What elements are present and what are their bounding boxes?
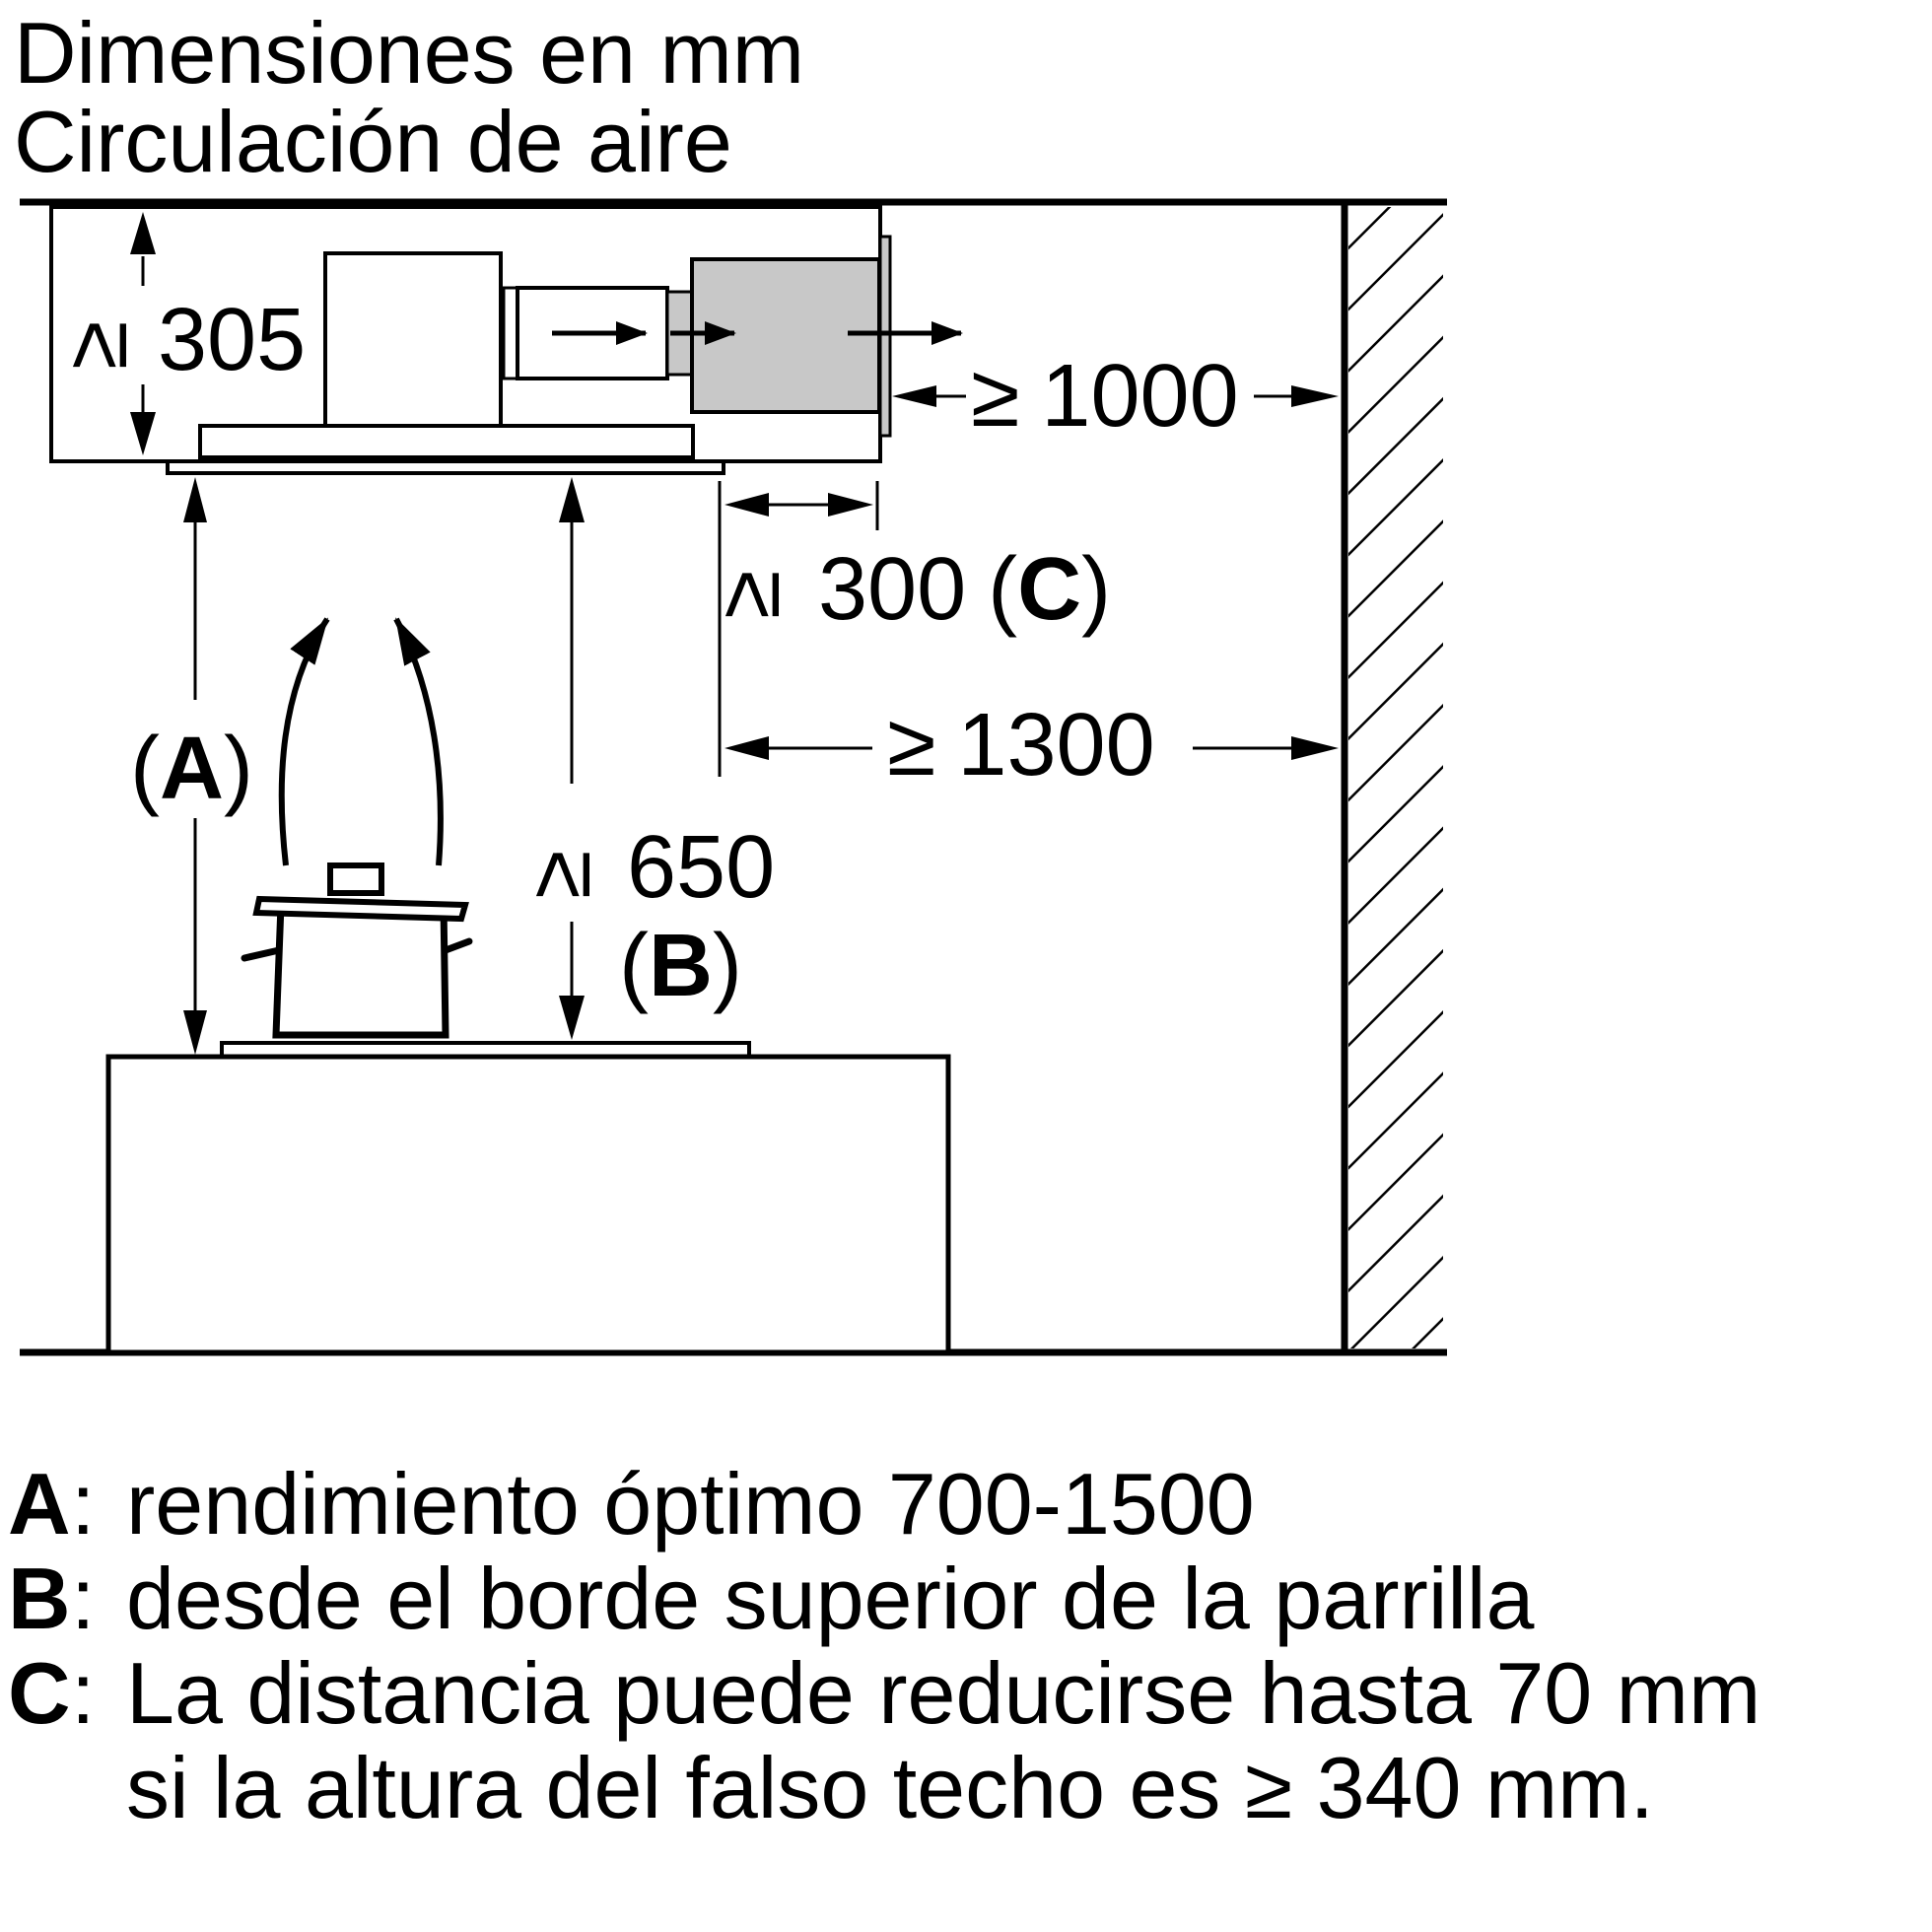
- dim-1300-arrow: [724, 736, 1339, 760]
- note-c-text-2: si la altura del falso techo es ≥ 340 mm…: [126, 1739, 1654, 1836]
- title-air-circulation: Circulación de aire: [14, 93, 732, 190]
- note-c-key: C: [8, 1644, 71, 1742]
- dim-305-ge: ≥: [47, 321, 146, 370]
- kitchen-cabinet: [105, 1054, 951, 1355]
- dim-305-value: 305: [158, 291, 306, 389]
- dim-300-ge: ≥: [700, 571, 798, 619]
- dim-300-value: 300(C): [818, 540, 1111, 639]
- title-dimensions: Dimensiones en mm: [14, 4, 805, 102]
- hood-panel: [198, 424, 695, 459]
- wall: [1341, 202, 1443, 1352]
- dim-a-arrow: [183, 477, 207, 1055]
- note-c-text-1: La distancia puede reducirse hasta 70 mm: [126, 1644, 1761, 1742]
- cooking-pot: [241, 862, 473, 1039]
- steam-arrow-right: [393, 617, 444, 866]
- steam-arrow-left: [278, 617, 330, 866]
- dim-305-arrow: [130, 212, 156, 455]
- module-flange: [878, 235, 892, 438]
- note-b-text: desde el borde superior de la parrilla: [126, 1550, 1535, 1647]
- dim-a-label: (A): [130, 720, 253, 818]
- dim-1000-arrow: [892, 385, 1339, 407]
- dim-1000-value: ≥1000: [971, 347, 1239, 446]
- hood-motor-box: [323, 251, 503, 428]
- dim-b-label: (B): [619, 917, 742, 1015]
- note-a-key: A: [8, 1455, 71, 1552]
- hood-glass: [166, 459, 725, 475]
- note-a-text: rendimiento óptimo 700-1500: [126, 1455, 1255, 1552]
- dim-300-arrow: [724, 493, 873, 517]
- note-b-key: B: [8, 1550, 71, 1647]
- dim-1300-value: ≥1300: [887, 696, 1155, 794]
- dim-650-value: 650: [627, 818, 775, 917]
- dim-650-ge: ≥: [511, 851, 609, 899]
- dim-650-arrow: [559, 477, 585, 1040]
